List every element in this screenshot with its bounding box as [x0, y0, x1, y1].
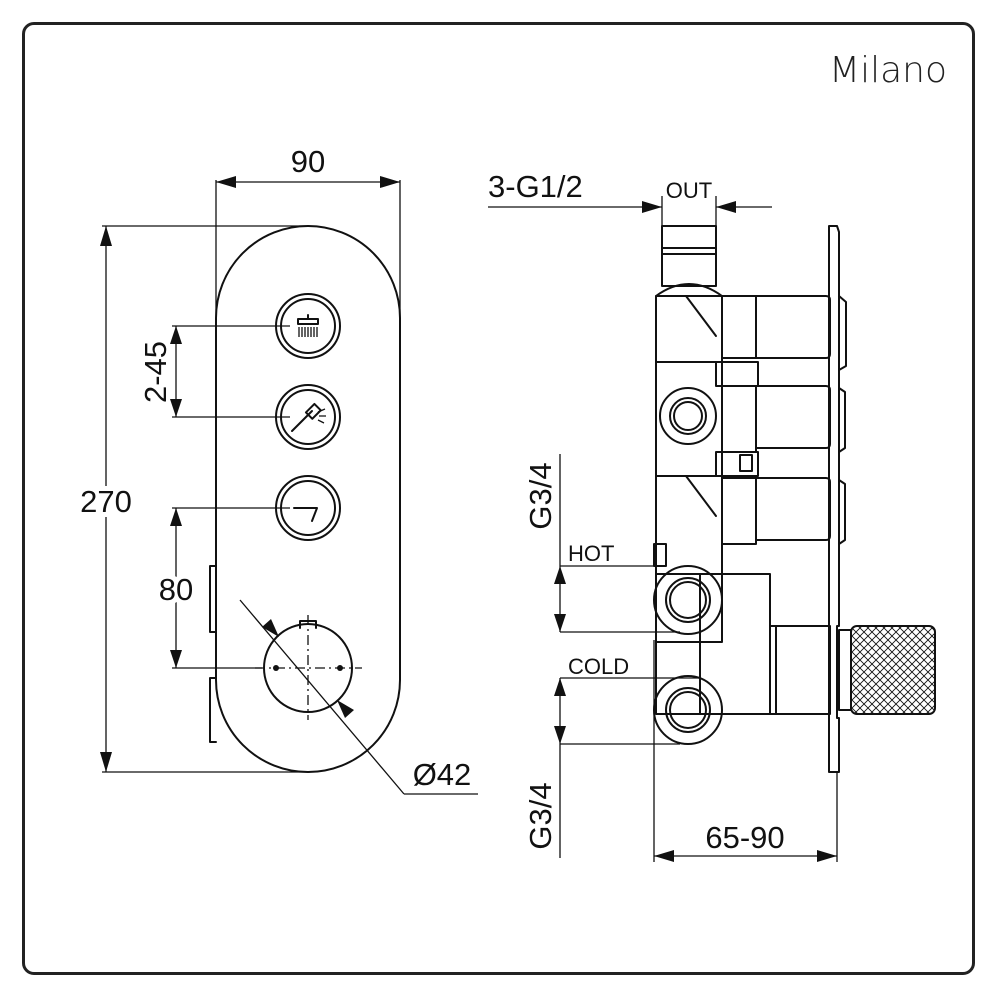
cartridge-cylinders	[755, 295, 831, 541]
thermostatic-handle	[255, 615, 362, 720]
overhead-shower-icon	[297, 314, 319, 337]
depth-dimension: 65-90	[653, 640, 838, 862]
height-dimension-label: 270	[80, 484, 132, 519]
front-view: 90 270 2-45 80	[75, 144, 478, 795]
side-view: 3-G1/2 OUT G3/4 HOT G3/4 COLD	[488, 169, 936, 862]
height-dimension: 270	[75, 225, 310, 773]
outlet-thread-label: 3-G1/2	[488, 169, 583, 204]
side-tab-upper	[209, 565, 217, 633]
spout-icon	[293, 507, 318, 522]
handle-offset-label: 80	[159, 572, 193, 607]
cold-label: COLD	[568, 654, 629, 679]
button-spacing-dimension: 2-45	[138, 325, 290, 418]
inlet-thread-bottom-label: G3/4	[523, 782, 558, 849]
knurled-handle	[838, 625, 936, 715]
inlet-thread-top-label: G3/4	[523, 462, 558, 529]
width-dimension-label: 90	[291, 144, 325, 179]
side-tab-lower	[209, 677, 217, 743]
handle-diameter-label: Ø42	[413, 757, 472, 792]
depth-dimension-label: 65-90	[705, 820, 784, 855]
cold-dimension: G3/4 COLD	[523, 654, 700, 858]
brand-logo: Milano	[829, 50, 947, 91]
cold-inlet	[653, 675, 723, 745]
drawing-frame	[22, 22, 975, 975]
width-dimension: 90	[215, 144, 401, 320]
hot-dimension: G3/4 HOT	[523, 454, 680, 633]
side-cover-plate	[828, 225, 840, 773]
handle-offset-dimension: 80	[154, 507, 290, 669]
outlet-label: OUT	[666, 178, 712, 203]
hot-inlet	[653, 565, 723, 635]
hand-shower-icon	[291, 402, 326, 432]
outlet-dimension: 3-G1/2 OUT	[488, 169, 772, 226]
button-spacing-label: 2-45	[138, 341, 173, 403]
handle-diameter-dimension: Ø42	[239, 599, 478, 795]
valve-body	[653, 295, 759, 643]
outlet-pipe	[655, 225, 723, 297]
mixer-body	[655, 573, 831, 715]
hot-label: HOT	[568, 541, 614, 566]
